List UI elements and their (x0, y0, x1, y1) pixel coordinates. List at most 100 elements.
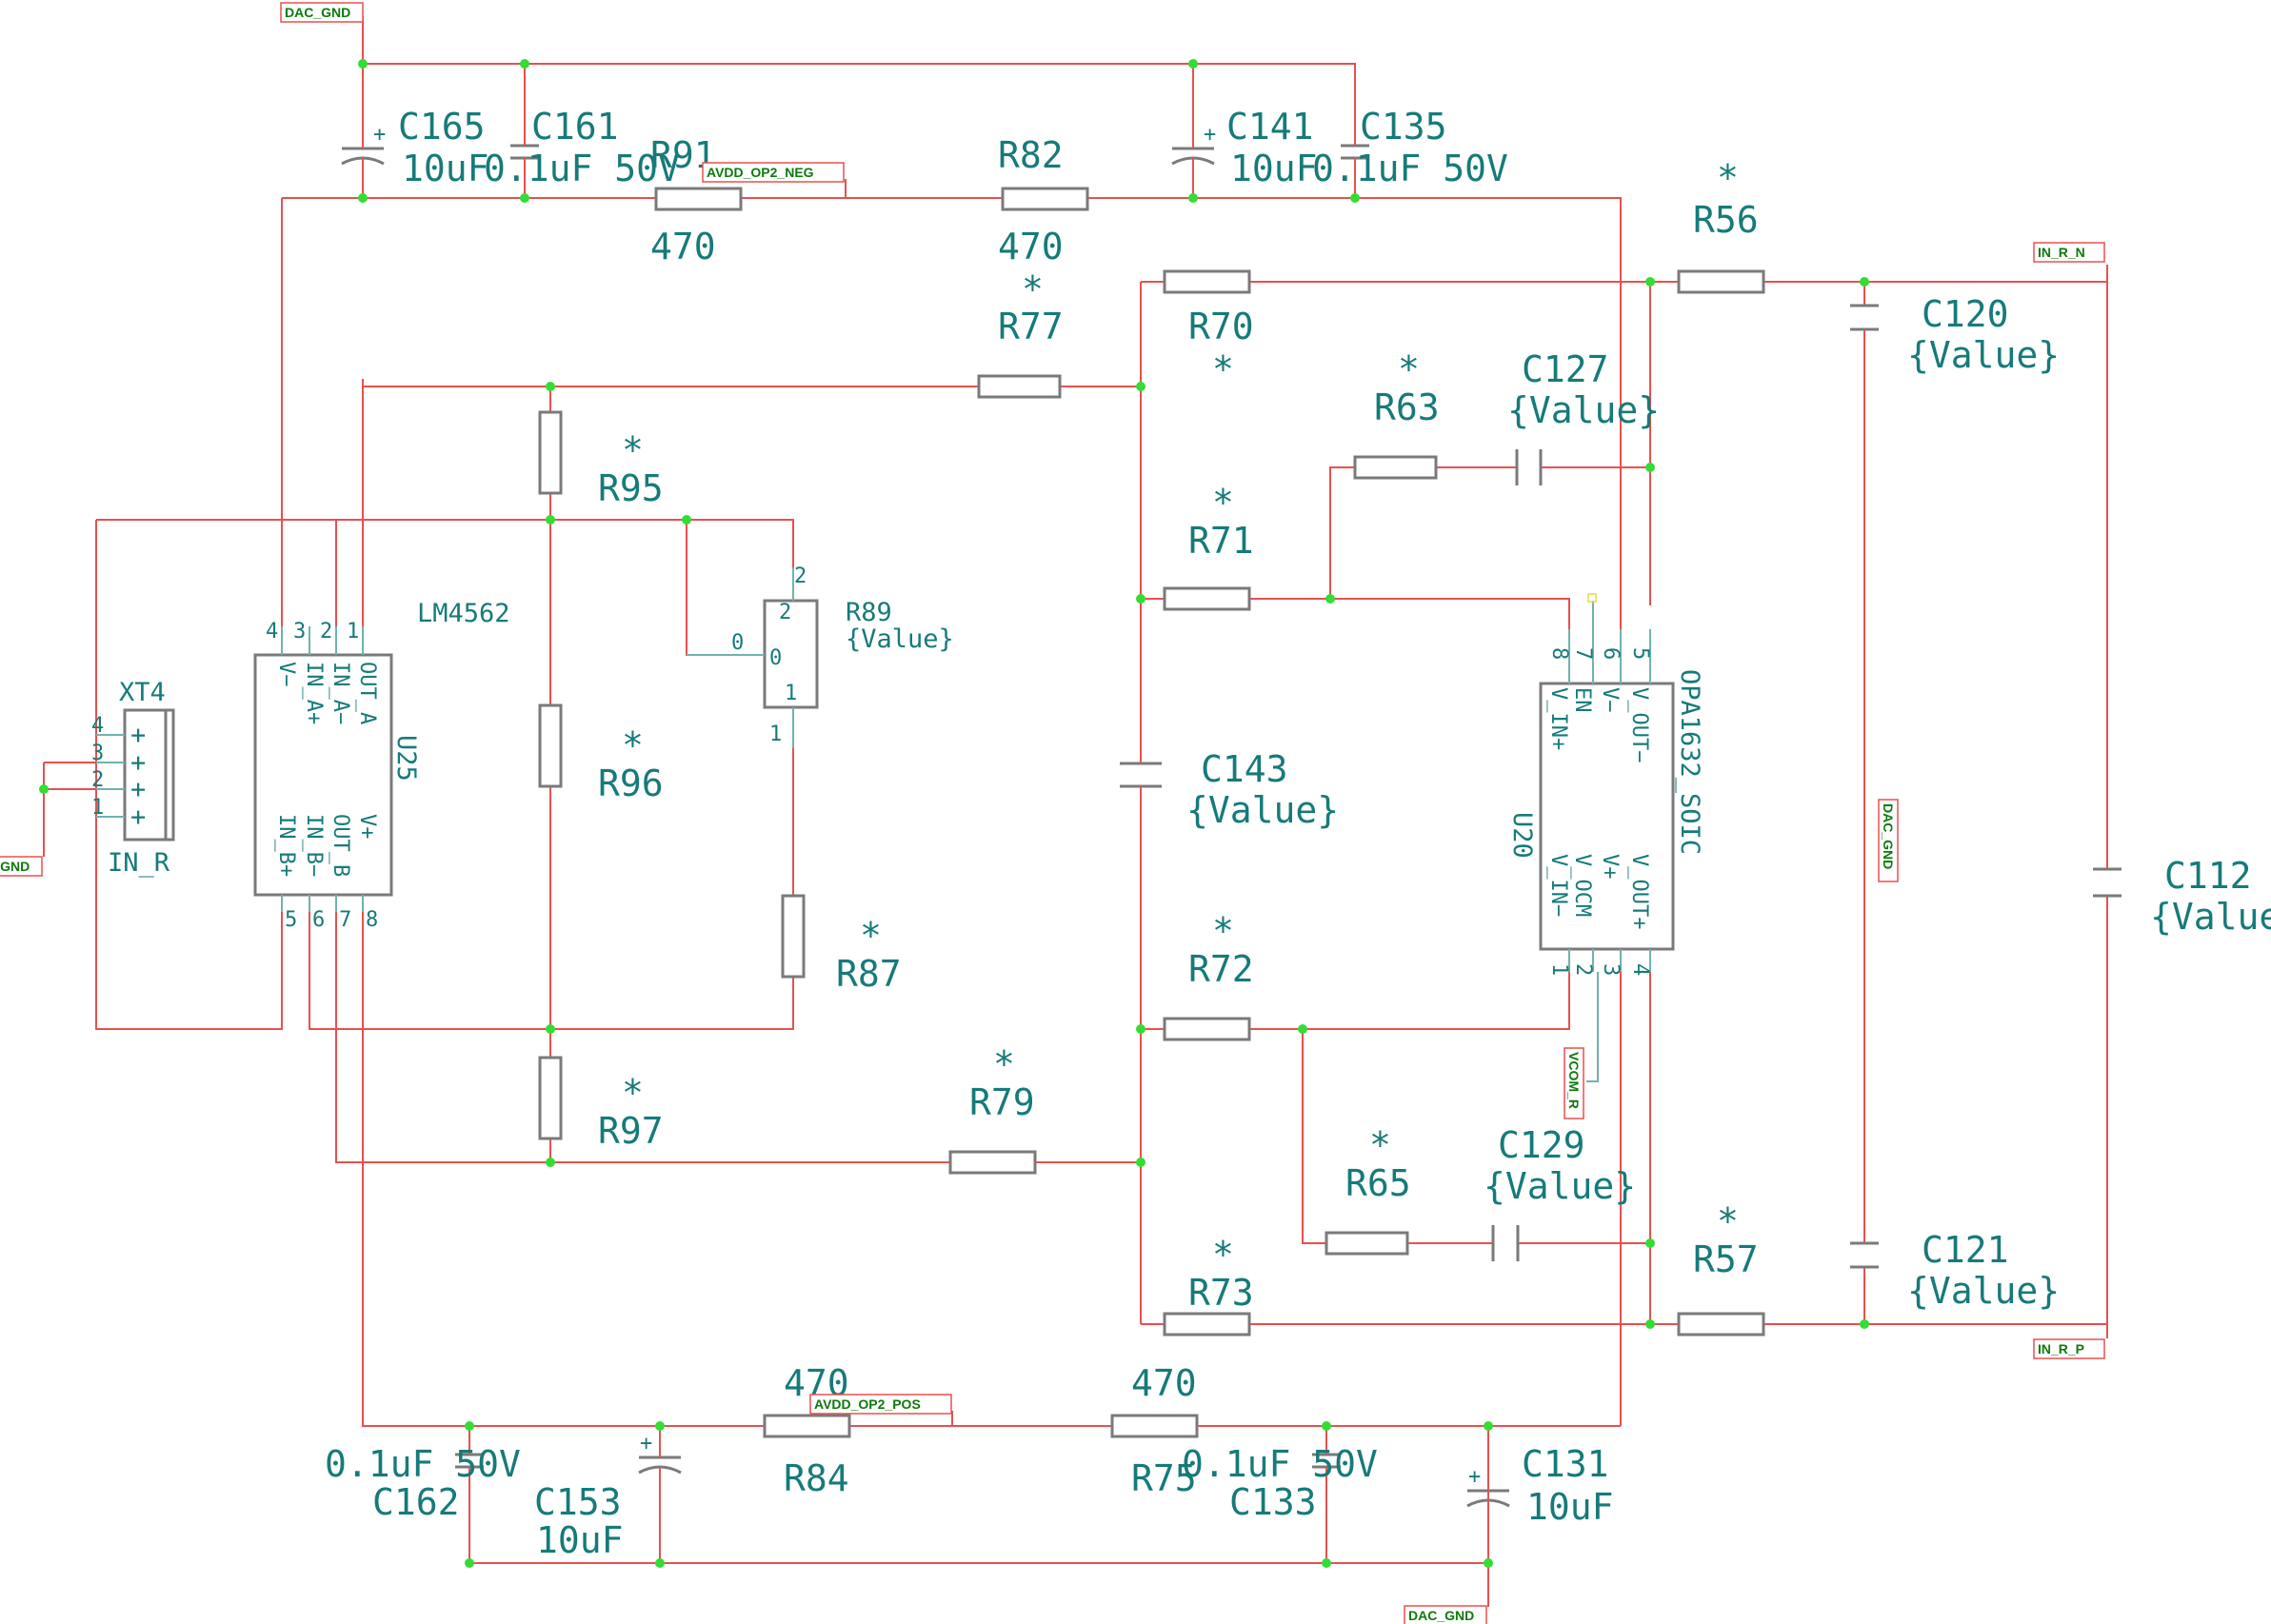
r89-inner-1: 1 (785, 682, 797, 705)
ref-label-r77: R77 (998, 306, 1064, 347)
ic-u20-ref: U20 (1507, 812, 1537, 859)
r89-pin-0: 0 (731, 631, 744, 655)
net-flag-dac-gnd: DAC_GND (280, 2, 364, 23)
capacitor-bodies: + + + + (341, 123, 2122, 1563)
r89-ref: R89 (846, 598, 892, 627)
resistor-body-r82 (1001, 187, 1089, 211)
u20-pin-3: 3 (1599, 963, 1623, 976)
ref-label-c129: C129 (1498, 1124, 1585, 1166)
capacitor-c120 (1850, 304, 1879, 331)
resistor-body-r56 (1677, 269, 1765, 294)
xt4-pin-3: 3 (91, 742, 104, 765)
ref-label-c141: C141 (1226, 106, 1314, 148)
capacitor-c112 (2093, 867, 2122, 898)
resistor-body-r70 (1163, 269, 1251, 294)
u20-pin-name-4: V_OUT+ (1627, 854, 1651, 929)
ref-label-r87: R87 (836, 953, 902, 995)
u20-pin-name-5: V_OUT− (1627, 687, 1651, 762)
svg-text:IN_R_N: IN_R_N (2038, 245, 2085, 260)
capacitor-c162 (455, 1448, 484, 1491)
value-label-r72: * (1212, 910, 1234, 952)
resistor-body-r79 (948, 1150, 1037, 1175)
net-flag-dac-gnd: DAC_GND (0, 856, 43, 877)
value-label-c135: 0.1uF 50V (1312, 148, 1508, 189)
capacitor-c161 (510, 130, 539, 173)
value-label-r70: * (1212, 348, 1234, 390)
u20-pin-5: 5 (1628, 647, 1652, 660)
ref-label-c127: C127 (1522, 348, 1609, 390)
xt4-pin-mark-1: + (130, 802, 146, 832)
svg-text:IN_R_P: IN_R_P (2038, 1341, 2084, 1357)
u20-pin-name-3: V+ (1598, 854, 1622, 880)
u25-pin-name-8: V+ (355, 814, 379, 840)
ref-label-c162: C162 (372, 1481, 460, 1523)
u20-pin-name-6: V− (1598, 687, 1622, 713)
value-label-c161: 0.1uF 50V (484, 148, 680, 189)
ref-label-r96: R96 (598, 762, 664, 804)
svg-text:+: + (640, 1432, 652, 1456)
u20-pin-name-2: V_OCM (1570, 854, 1594, 917)
u25-pin-name-1: OUT_A (355, 662, 379, 724)
u25-pin-name-7: OUT_B (329, 814, 352, 877)
value-label-r57: * (1717, 1200, 1739, 1242)
u25-pin-2: 2 (320, 620, 332, 644)
value-label-c121: {Value} (1907, 1270, 2060, 1312)
resistor-body-r77 (977, 374, 1062, 399)
value-label-r82: 470 (998, 226, 1064, 267)
svg-text:+: + (1468, 1465, 1481, 1489)
svg-text:AVDD_OP2_POS: AVDD_OP2_POS (814, 1396, 921, 1412)
value-label-r97: * (622, 1072, 644, 1114)
u25-pin-5: 5 (285, 908, 297, 932)
net-flag-dac-gnd: DAC_GND (1404, 1605, 1487, 1624)
value-label-r91: 470 (650, 226, 716, 267)
resistor-body-r75 (1110, 1414, 1199, 1438)
capacitor-c153: + (638, 1432, 682, 1491)
resistor-body-r63 (1353, 455, 1438, 480)
value-label-r87: * (860, 915, 882, 957)
ic-u20-part: OPA1632_SOIC (1675, 669, 1704, 855)
capacitor-c121 (1850, 1241, 1879, 1269)
svg-text:AVDD_OP2_NEG: AVDD_OP2_NEG (707, 165, 814, 180)
ref-label-r56: R56 (1693, 199, 1759, 241)
u25-pin-8: 8 (366, 908, 378, 932)
ref-label-r79: R79 (969, 1081, 1035, 1123)
ref-label-r57: R57 (1693, 1238, 1759, 1280)
u20-pin-name-7: EN (1570, 687, 1594, 713)
u25-pin-name-2: IN_A− (329, 662, 352, 724)
ref-label-c133: C133 (1229, 1481, 1317, 1523)
u20-pin-name-1: V_IN− (1546, 854, 1570, 917)
value-label-c129: {Value} (1484, 1165, 1636, 1207)
value-label-r77: * (1022, 268, 1044, 310)
xt4-pin-4: 4 (91, 714, 104, 738)
ref-label-c153: C153 (534, 1481, 622, 1523)
connector-xt4-name: IN_R (108, 848, 170, 878)
ref-label-r71: R71 (1188, 520, 1254, 562)
ref-label-r75: R75 (1131, 1457, 1197, 1499)
r89-inner-0: 0 (769, 646, 782, 670)
xt4-pin-1: 1 (91, 796, 104, 820)
resistor-bodies (538, 187, 1765, 1438)
resistor-body-r95 (538, 410, 563, 495)
capacitor-c143 (1120, 748, 1162, 802)
ref-label-c112: C112 (2164, 855, 2252, 897)
resistor-body-r65 (1325, 1231, 1409, 1256)
ref-label-c143: C143 (1201, 748, 1288, 790)
value-label-r73: * (1212, 1234, 1234, 1276)
connector-xt4: 4+3+2+1+ XT4 IN_R (91, 678, 175, 878)
svg-text:+: + (1204, 123, 1216, 147)
ic-u20: 8V_IN+7EN6V−5V_OUT−1V_IN−2V_OCM3V+4V_OUT… (1507, 629, 1704, 976)
svg-text:+: + (373, 123, 386, 147)
r89-inner-2: 2 (779, 601, 791, 624)
u25-pin-7: 7 (339, 908, 351, 932)
u20-pin-1: 1 (1547, 963, 1571, 976)
r89-pin-1: 1 (769, 723, 782, 746)
svg-text:VCOM_R: VCOM_R (1566, 1052, 1582, 1109)
svg-text:DAC_GND: DAC_GND (1408, 1608, 1474, 1623)
u25-pin-3: 3 (293, 620, 306, 644)
net-flag-vcom-r: VCOM_R (1564, 1047, 1584, 1119)
r89-pin-2: 2 (794, 564, 807, 588)
ref-label-r65: R65 (1345, 1162, 1411, 1204)
xt4-pin-mark-3: + (130, 748, 146, 778)
value-label-c120: {Value} (1907, 334, 2060, 376)
